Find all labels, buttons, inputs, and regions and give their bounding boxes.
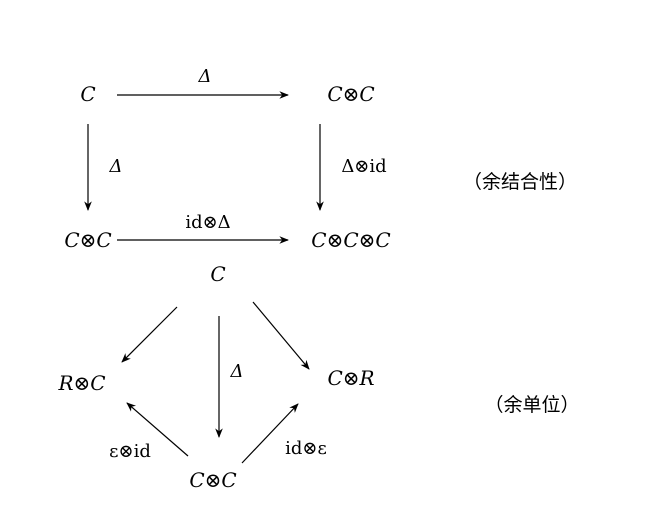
arrow-top-to-right xyxy=(252,301,310,370)
node-c-tensor-c-bottom: C⊗C xyxy=(189,468,236,492)
node-c-tensor-r: C⊗R xyxy=(327,366,374,390)
node-c-top-left: C xyxy=(80,82,95,106)
label-delta-center: Δ xyxy=(230,361,244,382)
label-delta-top: Δ xyxy=(198,66,212,87)
arrow-id-tensor-epsilon xyxy=(241,403,299,464)
note-counit: （余单位） xyxy=(484,394,579,416)
counit-diagram: C R⊗C C⊗R C⊗C Δ ε⊗id id⊗ε （余单位） xyxy=(57,262,579,492)
node-r-tensor-c: R⊗C xyxy=(57,371,105,395)
node-c-tensor-c-bottom-left: C⊗C xyxy=(64,228,111,252)
label-delta-tensor-id: Δ⊗id xyxy=(341,156,386,177)
coassociativity-diagram: C C⊗C C⊗C C⊗C⊗C Δ Δ Δ⊗id id⊗Δ （余结合性） xyxy=(64,66,577,252)
arrow-epsilon-tensor-id xyxy=(126,402,189,457)
note-coassociativity: （余结合性） xyxy=(463,171,577,193)
label-epsilon-tensor-id: ε⊗id xyxy=(109,441,151,462)
label-id-tensor-epsilon: id⊗ε xyxy=(285,438,327,459)
label-id-tensor-delta: id⊗Δ xyxy=(185,212,230,233)
node-c-tensor-c-top-right: C⊗C xyxy=(327,82,374,106)
label-delta-left: Δ xyxy=(109,156,123,177)
node-c-top: C xyxy=(210,262,225,286)
arrow-top-to-left xyxy=(121,306,178,363)
node-c-tensor-c-tensor-c: C⊗C⊗C xyxy=(311,228,390,252)
